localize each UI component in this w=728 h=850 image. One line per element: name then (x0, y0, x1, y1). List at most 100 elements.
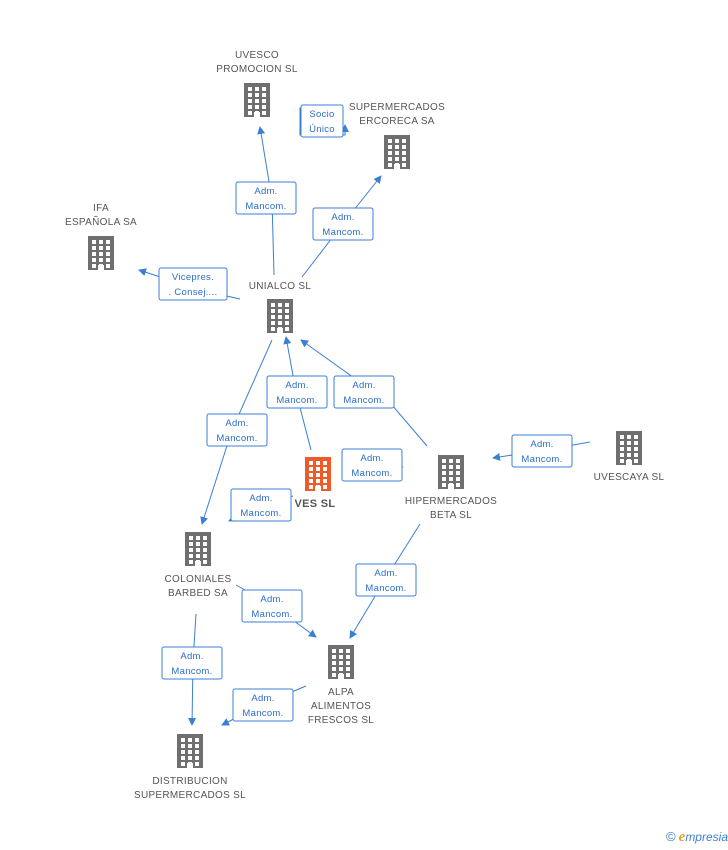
copyright-symbol: © (666, 829, 676, 844)
edge-label-text: Adm. (225, 418, 248, 429)
edge-label-box[interactable] (355, 563, 417, 597)
edge-label-text: Único (309, 124, 335, 135)
edge-label-box[interactable] (158, 267, 228, 301)
building-icon (438, 455, 464, 489)
building-icon (305, 457, 331, 491)
company-node-uvesco[interactable] (244, 83, 270, 117)
company-name-line: UVESCO (235, 50, 279, 61)
company-name-line: SUPERMERCADOS (349, 102, 445, 113)
company-node-ercoreca[interactable] (384, 135, 410, 169)
edge-label-text: Adm. (285, 380, 308, 391)
edge-label-text: Mancom. (251, 609, 292, 620)
edge-label-text: Mancom. (216, 433, 257, 444)
edge-label-box[interactable] (312, 207, 374, 241)
company-name-line: ALPA (328, 687, 354, 698)
edge-label-text: Mancom. (365, 583, 406, 594)
company-name-line: IFA (93, 203, 109, 214)
edge-label-box[interactable] (232, 688, 294, 722)
company-node-unialco[interactable] (267, 299, 293, 333)
relation-edge-e8[interactable]: Adm.Mancom. (341, 448, 404, 482)
company-name-line: ALIMENTOS (311, 701, 371, 712)
edge-label-text: Adm. (180, 651, 203, 662)
company-node-hiper[interactable] (438, 455, 464, 489)
edge-label-box[interactable] (333, 375, 395, 409)
company-name-uvesco[interactable]: UVESCO PROMOCION SL (216, 50, 298, 75)
edge-label-text: Vicepres. (172, 272, 214, 283)
company-node-distribucion[interactable] (177, 734, 203, 768)
edge-label-text: Adm. (249, 493, 272, 504)
company-node-alpa[interactable] (328, 645, 354, 679)
company-name-line: UNIALCO SL (249, 281, 312, 292)
company-name-uvescaya[interactable]: UVESCAYA SL (594, 472, 665, 483)
edge-label-text: Adm. (331, 212, 354, 223)
edge-label-text: Mancom. (240, 508, 281, 519)
edge-label-box[interactable] (300, 104, 344, 138)
edge-label-text: Mancom. (322, 227, 363, 238)
relation-edge-e9[interactable]: Adm. Mancom. (228, 488, 294, 522)
edge-label-box[interactable] (206, 413, 268, 447)
relation-edge-e11[interactable]: Adm. Mancom. (349, 523, 421, 639)
edge-label-text: Mancom. (521, 454, 562, 465)
company-name-line: FRESCOS SL (308, 715, 374, 726)
edge-label-text: Adm. (260, 594, 283, 605)
relation-edge-e7[interactable]: Adm. Mancom. (200, 339, 273, 525)
building-icon (267, 299, 293, 333)
company-name-line: HIPERMERCADOS (405, 496, 497, 507)
company-name-alpa[interactable]: ALPA ALIMENTOS FRESCOS SL (308, 687, 374, 726)
relation-edge-e14[interactable]: Adm. Mancom. (221, 685, 307, 726)
building-icon (384, 135, 410, 169)
relation-edge-e6[interactable]: Adm.Mancom. (300, 339, 428, 447)
building-icon (177, 734, 203, 768)
edge-label-text: Socio (309, 109, 334, 120)
company-name-line: PROMOCION SL (216, 64, 298, 75)
edge-label-text: Mancom. (351, 468, 392, 479)
company-name-line: COLONIALES (165, 574, 232, 585)
company-name-coloniales[interactable]: COLONIALES BARBED SA (165, 574, 232, 599)
edge-label-text: Mancom. (276, 395, 317, 406)
edge-label-box[interactable] (341, 448, 403, 482)
building-icon (185, 532, 211, 566)
company-name-unialco[interactable]: UNIALCO SL (249, 281, 312, 292)
edge-label-text: Mancom. (242, 708, 283, 719)
edge-label-text: Adm. (374, 568, 397, 579)
relation-edge-e13[interactable]: Adm. Mancom. (161, 613, 223, 726)
company-name-line: VES SL (295, 498, 336, 510)
company-name-ves[interactable]: VES SL (295, 498, 336, 510)
company-node-ves[interactable] (305, 457, 331, 491)
company-name-ercoreca[interactable]: SUPERMERCADOS ERCORECA SA (349, 102, 445, 127)
edge-label-box[interactable] (241, 589, 303, 623)
edge-label-text: Adm. (530, 439, 553, 450)
brand-e: e (678, 829, 686, 845)
company-name-hiper[interactable]: HIPERMERCADOS BETA SL (405, 496, 497, 521)
edge-label-box[interactable] (235, 181, 297, 215)
relation-edge-e10[interactable]: Adm. Mancom. (492, 434, 591, 468)
edge-label-box[interactable] (266, 375, 328, 409)
company-node-ifa[interactable] (88, 236, 114, 270)
edge-label-box[interactable] (511, 434, 573, 468)
relation-edge-e5[interactable]: Adm. Mancom. (266, 336, 328, 451)
company-name-line: BETA SL (430, 510, 472, 521)
relation-edge-e3[interactable]: Adm. Mancom. (301, 175, 382, 278)
edge-label-text: Mancom. (343, 395, 384, 406)
company-name-line: ERCORECA SA (359, 116, 435, 127)
company-name-line: UVESCAYA SL (594, 472, 665, 483)
relation-edge-e4[interactable]: Vicepres. . Consej.... (138, 267, 241, 301)
edge-label-box[interactable] (230, 488, 292, 522)
relation-edge-e12[interactable]: Adm. Mancom. (235, 584, 317, 638)
relation-edge-e2[interactable]: Adm.Mancom. (235, 126, 297, 276)
company-name-line: BARBED SA (168, 588, 228, 599)
edge-label-text: . Consej.... (168, 287, 217, 298)
edge-label-box[interactable] (161, 646, 223, 680)
company-node-uvescaya[interactable] (616, 431, 642, 465)
edge-label-text: Adm. (254, 186, 277, 197)
edge-label-text: Adm. (251, 693, 274, 704)
company-name-line: ESPAÑOLA SA (65, 215, 137, 228)
empresia-logo[interactable]: ©empresia (666, 829, 728, 846)
building-icon (244, 83, 270, 117)
company-node-coloniales[interactable] (185, 532, 211, 566)
edge-label-text: Mancom. (171, 666, 212, 677)
